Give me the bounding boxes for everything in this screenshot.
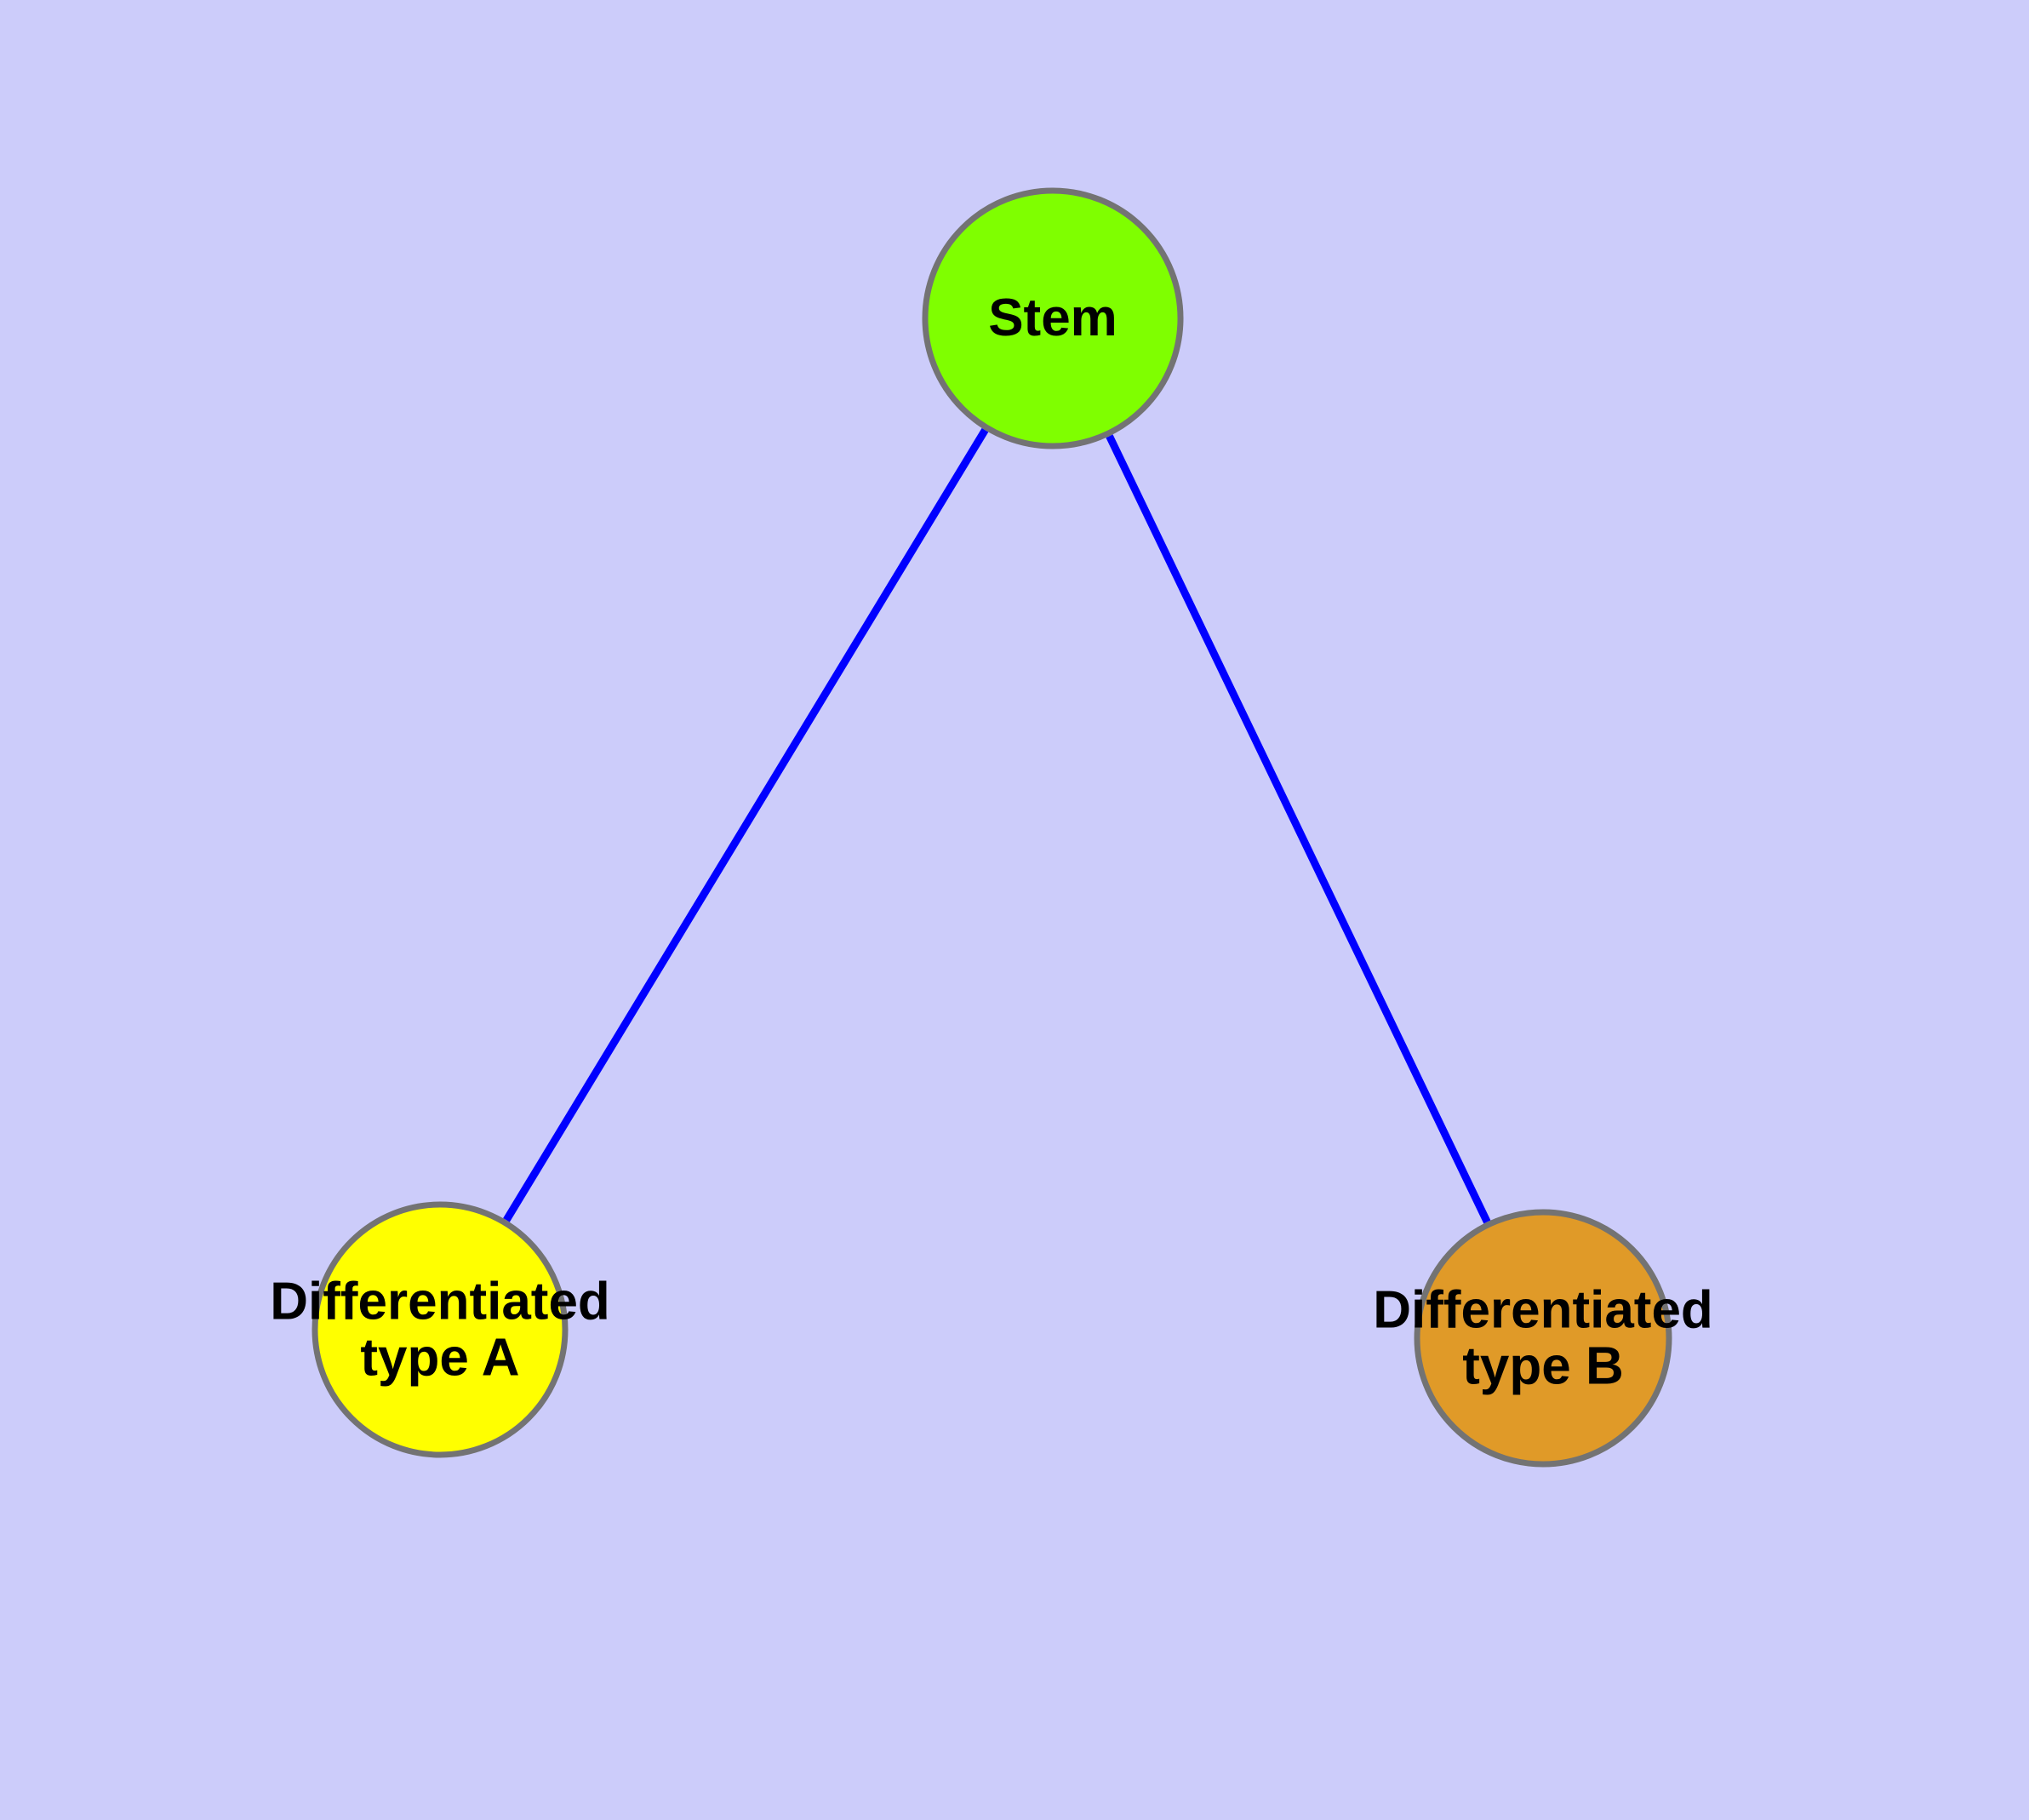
edge-stem-to-differentiated-type-b[interactable] — [1049, 317, 1547, 1340]
node-differentiated-type-b[interactable] — [1414, 1209, 1672, 1468]
node-differentiated-type-a[interactable] — [311, 1201, 569, 1458]
node-stem[interactable] — [922, 187, 1184, 449]
node-layer — [311, 187, 1672, 1468]
edge-stem-to-differentiated-type-a[interactable] — [437, 316, 1056, 1332]
edge-layer — [437, 316, 1547, 1340]
